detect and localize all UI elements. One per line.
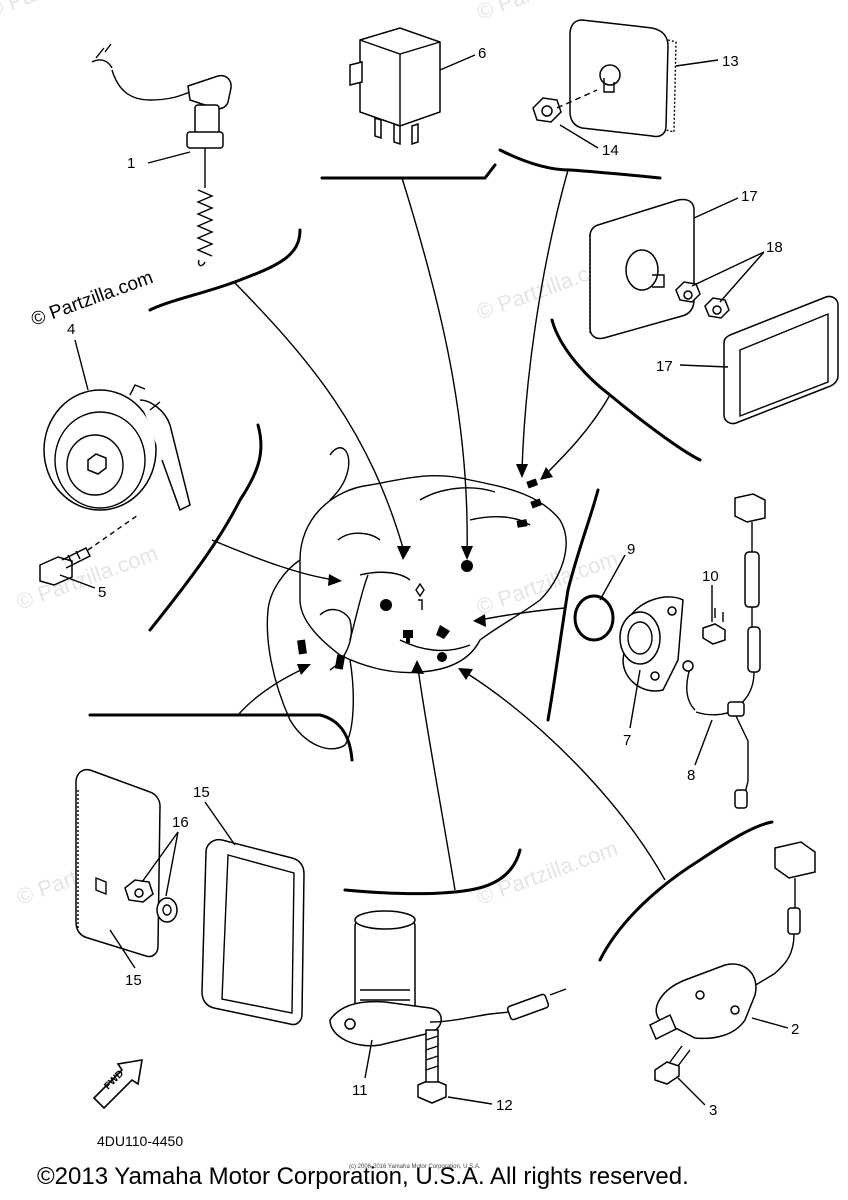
callout-7: 7: [623, 732, 631, 749]
part-2-switch: [649, 841, 816, 1041]
watermark: © Partzilla.com: [473, 0, 621, 25]
motorcycle-outline: [266, 447, 567, 750]
part-17-reflectors: [589, 198, 839, 425]
part-3-screw: [654, 1045, 691, 1085]
part-1-switch: [91, 43, 232, 267]
callout-10: 10: [702, 568, 719, 585]
part-9-o-ring: [573, 594, 615, 642]
callout-9: 9: [627, 541, 635, 558]
forward-arrow-icon: FWD: [92, 1059, 143, 1110]
callout-11: 11: [352, 1082, 368, 1099]
part-13-reflector: [532, 19, 677, 138]
watermark: © Partzilla.com: [473, 836, 621, 910]
callout-18: 18: [766, 239, 783, 256]
callout-16: 16: [172, 814, 189, 831]
callout-3: 3: [709, 1102, 717, 1119]
callout-8: 8: [687, 767, 695, 784]
small-print: (c) 2006-2016 Yamaha Motor Corporation, …: [349, 1164, 481, 1170]
callout-1: 1: [127, 155, 135, 172]
leader-lines: [88, 148, 774, 962]
part-6-relay: [349, 27, 441, 146]
partzilla-watermark: © Partzilla.com: [29, 267, 156, 331]
part-8-wire-harness: [682, 493, 766, 809]
part-5-bolt: [39, 514, 139, 586]
part-10-screw: [702, 608, 726, 645]
watermark: © Partzilla.com: [0, 0, 131, 23]
callout-2: 2: [791, 1021, 799, 1038]
part-7-sensor: [619, 596, 684, 692]
copyright-notice: ©2013 Yamaha Motor Corporation, U.S.A. A…: [37, 1163, 689, 1190]
part-12-bolt: [417, 1029, 447, 1104]
part-11-sensor: [329, 910, 567, 1047]
callouts: 1 2 3 4 5 6 7 8 9 10 11 12 13 14 15 15: [59, 45, 799, 1119]
callout-6: 6: [478, 45, 486, 62]
part-16-nuts: [124, 879, 178, 923]
callout-14: 14: [602, 142, 619, 159]
catalog-code: 4DU110-4450: [97, 1133, 183, 1149]
part-15-reflectors: [75, 768, 305, 1026]
callout-13: 13: [722, 53, 739, 70]
callout-15-a: 15: [125, 972, 142, 989]
part-4-horn: [43, 384, 191, 512]
callout-12: 12: [496, 1097, 513, 1114]
callout-15-b: 15: [193, 784, 210, 801]
callout-17-b: 17: [656, 358, 673, 375]
callout-5: 5: [98, 584, 106, 601]
callout-4: 4: [67, 321, 75, 338]
callout-17-a: 17: [741, 188, 758, 205]
